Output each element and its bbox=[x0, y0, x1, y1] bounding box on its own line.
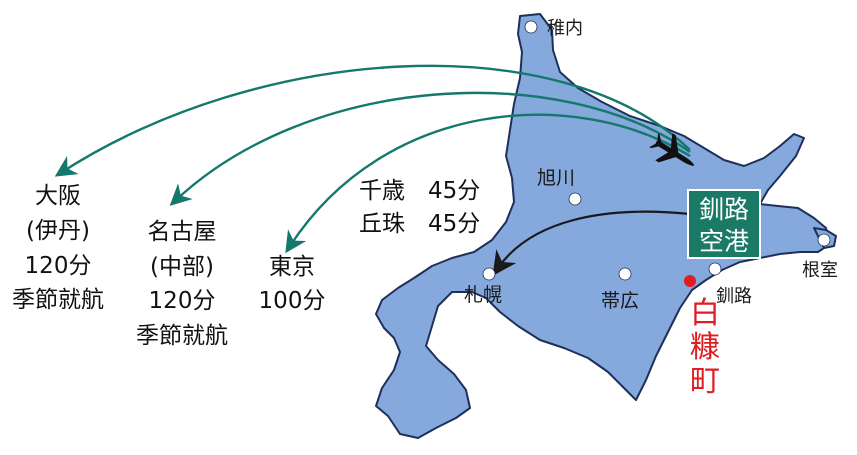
city-label-wakkanai: 稚内 bbox=[547, 18, 583, 39]
route-line-tokyo bbox=[285, 113, 691, 254]
city-dot-asahikawa bbox=[568, 192, 582, 206]
chitose-time: 45分 bbox=[428, 178, 480, 204]
tokyo-name: 東京 bbox=[269, 254, 315, 280]
okadama-time: 45分 bbox=[428, 211, 480, 237]
town-label-char3: 町 bbox=[690, 364, 720, 399]
airport-badge: 釧路 空港 bbox=[687, 189, 761, 259]
osaka-airport: (伊丹) bbox=[26, 218, 90, 244]
osaka-seasonal: 季節就航 bbox=[12, 287, 104, 313]
tokyo-time: 100分 bbox=[259, 288, 326, 314]
route-caption-osaka: 大阪 (伊丹) 120分 季節就航 bbox=[12, 183, 104, 313]
city-label-nemuro: 根室 bbox=[802, 260, 838, 281]
hokkaido-landmass bbox=[375, 13, 831, 439]
route-caption-nagoya: 名古屋 (中部) 120分 季節就航 bbox=[136, 219, 228, 349]
city-dot-kushiro bbox=[708, 262, 722, 276]
osaka-name: 大阪 bbox=[35, 183, 81, 209]
chitose-name: 千歳 bbox=[359, 178, 405, 204]
city-dot-obihiro bbox=[618, 267, 632, 281]
osaka-time: 120分 bbox=[25, 253, 92, 279]
route-caption-tokyo: 東京 100分 bbox=[259, 254, 326, 314]
town-dot-shiranuka bbox=[684, 275, 696, 287]
city-label-kushiro: 釧路 bbox=[716, 286, 752, 307]
okadama-name: 丘珠 bbox=[359, 211, 405, 237]
city-dot-nemuro bbox=[817, 233, 831, 247]
route-line-nagoya bbox=[169, 91, 691, 206]
town-label-char1: 白 bbox=[690, 296, 720, 331]
nagoya-name: 名古屋 bbox=[148, 219, 217, 245]
city-label-obihiro: 帯広 bbox=[601, 290, 639, 312]
route-line-sapporo bbox=[492, 210, 691, 276]
city-dot-sapporo bbox=[482, 267, 496, 281]
route-caption-sapporo-airports: 千歳 45分 丘珠 45分 bbox=[359, 178, 480, 237]
nagoya-seasonal: 季節就航 bbox=[136, 323, 228, 349]
airplane-icon bbox=[649, 133, 695, 166]
route-line-osaka bbox=[54, 64, 691, 177]
nagoya-airport: (中部) bbox=[150, 254, 214, 280]
city-label-asahikawa: 旭川 bbox=[537, 167, 575, 189]
airport-label-line1: 釧路 bbox=[699, 195, 749, 224]
city-dot-wakkanai bbox=[524, 20, 538, 34]
city-label-sapporo: 札幌 bbox=[464, 284, 502, 306]
airport-label-line2: 空港 bbox=[699, 227, 749, 256]
nagoya-time: 120分 bbox=[149, 288, 216, 314]
town-label-char2: 糠 bbox=[690, 330, 720, 365]
